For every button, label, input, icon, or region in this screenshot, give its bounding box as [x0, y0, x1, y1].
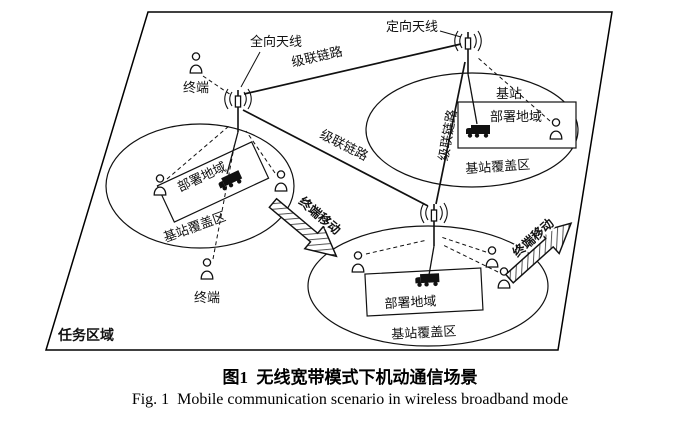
figure-captions: 图1 无线宽带模式下机动通信场景 Fig. 1 Mobile communica… — [0, 363, 700, 409]
terminal-label: 终端 — [183, 80, 209, 95]
deploy-area-topright: 部署地域 — [457, 101, 577, 149]
omni-antenna-label: 全向天线 — [250, 34, 302, 49]
coverage-ellipse-bottom — [307, 225, 549, 347]
cascade-link-line — [243, 43, 462, 95]
coverage-ellipse-left — [105, 123, 295, 249]
coverage-area-label: 基站覆盖区 — [391, 323, 457, 341]
terminal-access-link — [440, 236, 487, 253]
cascade-link-line — [435, 61, 466, 205]
deploy-rect-left — [156, 141, 270, 223]
base-station-label: 基站 — [496, 86, 522, 101]
cascade-link-line — [242, 109, 429, 207]
terminal-access-link — [365, 239, 428, 255]
caption-en: Fig. 1 Mobile communication scenario in … — [131, 391, 569, 408]
task-area-label: 任务区域 — [57, 327, 114, 343]
terminal-access-link — [212, 141, 236, 260]
label-leader-line — [240, 51, 261, 88]
deploy-area-bottom: 部署地域 — [364, 267, 484, 317]
deploy-area-label: 部署地域 — [384, 293, 437, 311]
label-leader-line — [439, 30, 462, 38]
deploy-area-label: 部署地域 — [490, 109, 542, 124]
terminal-label: 终端 — [194, 290, 220, 305]
caption-zh: 图1 无线宽带模式下机动通信场景 — [222, 368, 478, 387]
coverage-area-label: 基站覆盖区 — [465, 157, 531, 176]
coverage-ellipse-topright — [365, 72, 579, 188]
antenna-mast-line — [467, 73, 478, 125]
figure-canvas: 部署地域 部署地域 部署地域 — [44, 11, 613, 351]
task-area-boundary — [44, 11, 613, 351]
deploy-rect-bottom — [364, 267, 484, 317]
terminal-access-link — [476, 56, 551, 122]
terminal-access-link — [245, 130, 276, 174]
directional-antenna-label: 定向天线 — [386, 19, 438, 34]
antenna-mast-line — [428, 245, 435, 276]
